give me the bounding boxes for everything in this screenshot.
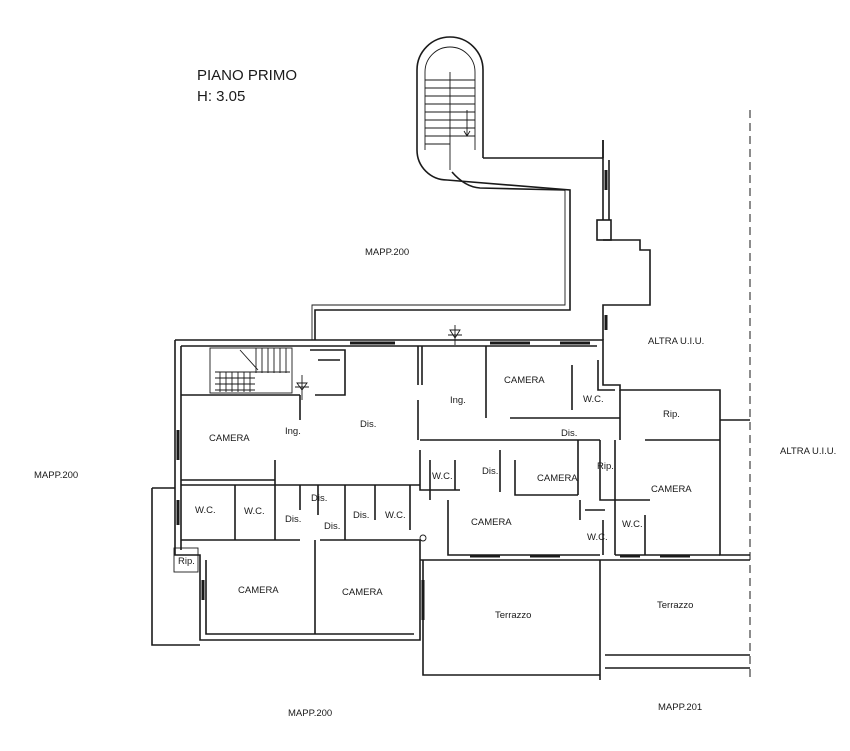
- room-label: CAMERA: [471, 517, 512, 528]
- room-label: CAMERA: [209, 433, 250, 444]
- room-label: W.C.: [622, 519, 643, 530]
- room-label: Rip.: [178, 556, 195, 567]
- parcel-label-mapp200-bottom: MAPP.200: [288, 708, 332, 719]
- other-unit-label-2: ALTRA U.I.U.: [780, 446, 836, 457]
- room-label: W.C.: [587, 532, 608, 543]
- walkway: [311, 140, 604, 340]
- room-label: Dis.: [360, 419, 376, 430]
- room-label: Rip.: [663, 409, 680, 420]
- plan-height: H: 3.05: [197, 88, 245, 105]
- east-wall-column: [596, 140, 651, 340]
- parcel-label-mapp200-top: MAPP.200: [365, 247, 409, 258]
- room-label: Ing.: [285, 426, 301, 437]
- room-label: Dis.: [482, 466, 498, 477]
- room-label: W.C.: [195, 505, 216, 516]
- room-label: CAMERA: [238, 585, 279, 596]
- room-label: W.C.: [244, 506, 265, 517]
- room-label: CAMERA: [504, 375, 545, 386]
- room-label: Rip.: [597, 461, 614, 472]
- room-label: CAMERA: [651, 484, 692, 495]
- building-envelope: [151, 339, 750, 646]
- stair-arrow: [295, 375, 309, 400]
- room-label: Terrazzo: [657, 600, 693, 611]
- room-label: W.C.: [583, 394, 604, 405]
- room-label: Dis.: [353, 510, 369, 521]
- other-unit-label-1: ALTRA U.I.U.: [648, 336, 704, 347]
- parcel-label-mapp200-left: MAPP.200: [34, 470, 78, 481]
- room-label: Dis.: [311, 493, 327, 504]
- room-label: W.C.: [432, 471, 453, 482]
- room-label: Dis.: [285, 514, 301, 525]
- room-label: CAMERA: [342, 587, 383, 598]
- room-label: Dis.: [561, 428, 577, 439]
- storage-room: [173, 547, 199, 573]
- room-label: CAMERA: [537, 473, 578, 484]
- parcel-label-mapp201: MAPP.201: [658, 702, 702, 713]
- room-label: Dis.: [324, 521, 340, 532]
- curved-staircase: [416, 36, 484, 181]
- interior-walls: [181, 346, 750, 680]
- entrance-marker: [448, 325, 462, 345]
- room-label: Ing.: [450, 395, 466, 406]
- room-label: W.C.: [385, 510, 406, 521]
- plan-title: PIANO PRIMO: [197, 67, 297, 84]
- room-label: Terrazzo: [495, 610, 531, 621]
